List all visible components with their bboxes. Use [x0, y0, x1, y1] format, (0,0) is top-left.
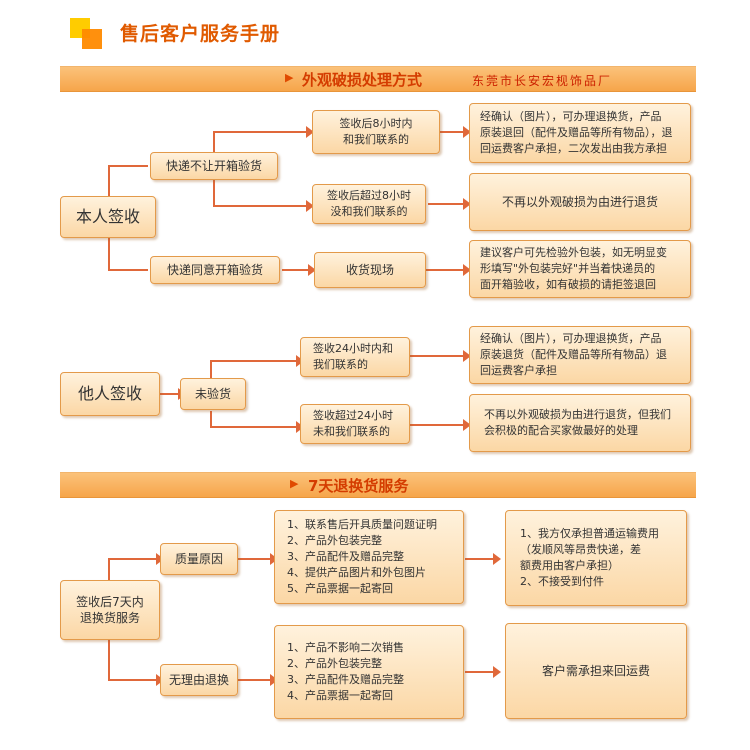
arrowhead — [463, 264, 471, 276]
arrow-icon: ▶ — [285, 71, 294, 84]
arrowhead — [306, 200, 314, 212]
node-no-reason: 无理由退换 — [160, 664, 238, 696]
connector — [410, 424, 465, 426]
connector — [108, 558, 158, 560]
result-over-8h: 不再以外观破损为由进行退货 — [469, 173, 691, 231]
connector — [108, 165, 148, 167]
result-within-24h: 经确认（图片），可办理退换货，产品 原装退货（配件及赠品等所有物品）退 回运费客… — [469, 326, 691, 384]
connector — [210, 426, 298, 428]
arrowhead — [463, 350, 471, 362]
logo-square-orange — [82, 29, 102, 49]
connector — [108, 679, 158, 681]
arrowhead — [306, 126, 314, 138]
connector — [213, 205, 308, 207]
steps-no-reason: 1、产品不影响二次销售 2、产品外包装完整 3、产品配件及赠品完整 4、产品票据… — [274, 625, 464, 719]
arrowhead — [463, 126, 471, 138]
node-on-site: 收货现场 — [314, 252, 426, 288]
node-7day-root: 签收后7天内 退换货服务 — [60, 580, 160, 640]
node-no-open: 快递不让开箱验货 — [150, 152, 278, 180]
node-within-8h: 签收后8小时内 和我们联系的 — [312, 110, 440, 154]
arrow-icon: ▶ — [290, 477, 299, 490]
connector — [428, 203, 465, 205]
node-not-checked: 未验货 — [180, 378, 246, 410]
connector — [213, 131, 308, 133]
node-self-sign: 本人签收 — [60, 196, 156, 238]
section-title-7day: 7天退换货服务 — [308, 477, 409, 495]
connector — [238, 679, 272, 681]
node-quality: 质量原因 — [160, 543, 238, 575]
connector — [210, 360, 298, 362]
node-can-open: 快递同意开箱验货 — [150, 256, 280, 284]
result-no-reason: 客户需承担来回运费 — [505, 623, 687, 719]
section-title-damage: 外观破损处理方式 — [302, 71, 423, 89]
node-within-24h: 签收24小时内和 我们联系的 — [300, 337, 410, 377]
section-header-7day — [60, 472, 696, 498]
steps-quality: 1、联系售后开具质量问题证明 2、产品外包装完整 3、产品配件及赠品完整 4、提… — [274, 510, 464, 604]
connector — [210, 360, 212, 380]
result-on-site: 建议客户可先检验外包装，如无明显变 形填写"外包装完好"并当着快递员的 面开箱验… — [469, 240, 691, 298]
node-over-8h: 签收后超过8小时 没和我们联系的 — [312, 184, 426, 224]
result-within-8h: 经确认（图片），可办理退换货，产品 原装退回（配件及赠品等所有物品），退 回运费… — [469, 103, 691, 163]
arrowhead — [308, 264, 316, 276]
section-header-damage — [60, 66, 696, 92]
node-other-sign: 他人签收 — [60, 372, 160, 416]
connector — [238, 558, 272, 560]
connector — [465, 671, 495, 673]
connector — [426, 269, 465, 271]
page-title: 售后客户服务手册 — [120, 23, 281, 45]
connector — [108, 269, 148, 271]
node-over-24h: 签收超过24小时 未和我们联系的 — [300, 404, 410, 444]
connector — [282, 269, 310, 271]
result-quality: 1、我方仅承担普通运输费用 （发顺风等昂贵快递，差 额费用由客户承担） 2、不接… — [505, 510, 687, 606]
company-name: 东莞市长安宏枧饰品厂 — [472, 74, 613, 88]
connector — [210, 411, 212, 428]
arrowhead — [493, 553, 501, 565]
arrowhead — [493, 666, 501, 678]
arrowhead — [463, 198, 471, 210]
connector — [465, 558, 495, 560]
connector — [108, 558, 110, 580]
result-over-24h: 不再以外观破损为由进行退货，但我们 会积极的配合买家做最好的处理 — [469, 394, 691, 452]
connector — [440, 131, 465, 133]
connector — [410, 355, 465, 357]
connector — [160, 393, 180, 395]
arrowhead — [463, 419, 471, 431]
connector — [108, 640, 110, 680]
